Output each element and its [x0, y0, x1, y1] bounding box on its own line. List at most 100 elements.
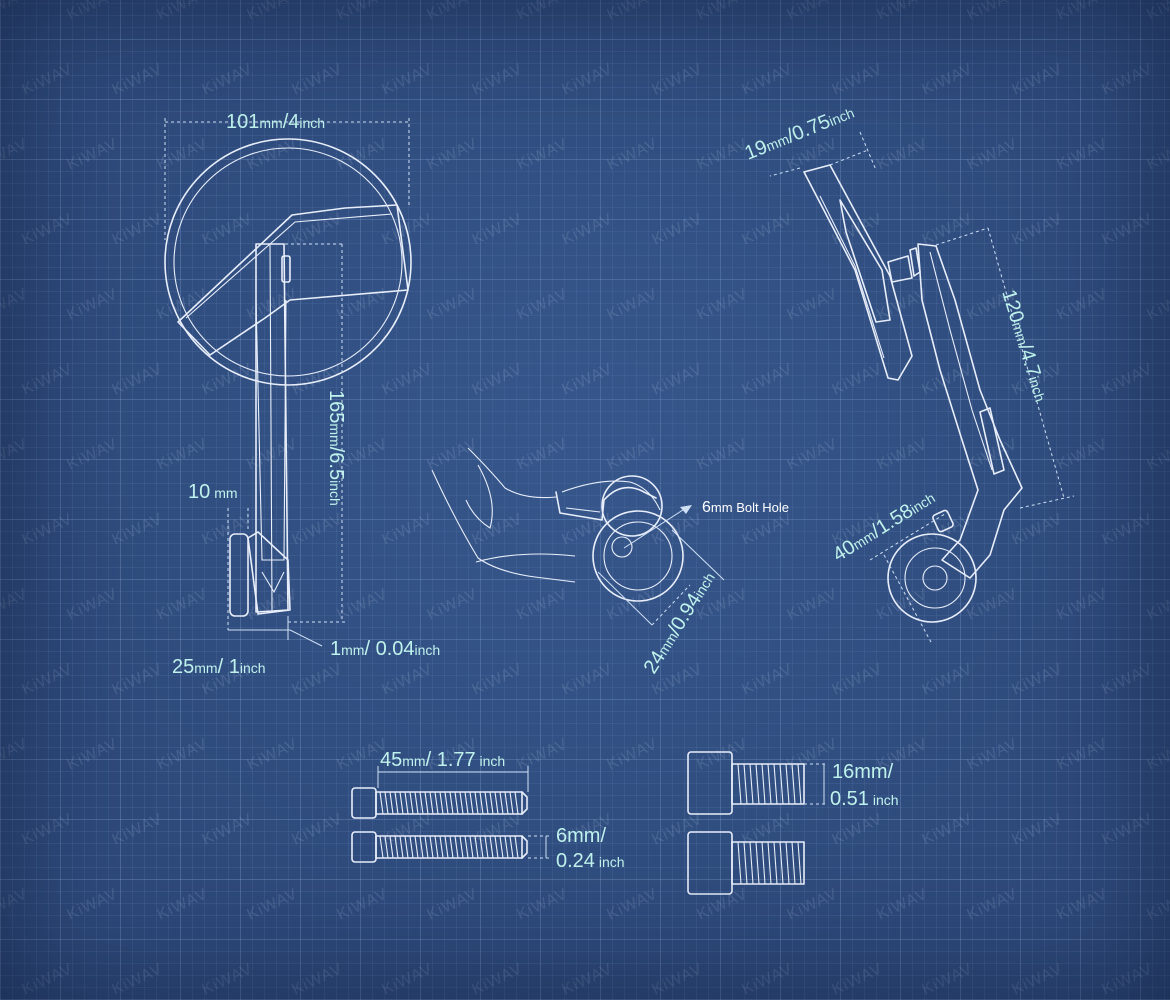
watermark-text: KiWAV — [740, 510, 796, 548]
watermark-text: KiWAV — [0, 585, 31, 623]
watermark-text: KiWAV — [290, 510, 346, 548]
watermark-text: KiWAV — [200, 810, 256, 848]
watermark-text: KiWAV — [245, 285, 301, 323]
watermark-text: KiWAV — [965, 885, 1021, 923]
watermark-text: KiWAV — [470, 210, 526, 248]
watermark-text: KiWAV — [425, 435, 481, 473]
label-short-bolt-line1: 16mm/ — [832, 761, 894, 783]
watermark-text: KiWAV — [740, 360, 796, 398]
watermark-text: KiWAV — [380, 660, 436, 698]
watermark-text: KiWAV — [155, 135, 211, 173]
watermark-text: KiWAV — [110, 810, 166, 848]
watermark-text: KiWAV — [1145, 735, 1170, 773]
watermark-text: KiWAV — [20, 360, 76, 398]
watermark-text: KiWAV — [920, 210, 976, 248]
watermark-text: KiWAV — [425, 585, 481, 623]
mirror-head-outline — [164, 138, 412, 386]
bar-end-detail-view — [431, 447, 725, 626]
watermark-text: KiWAV — [1100, 210, 1156, 248]
watermark-text: KiWAV — [560, 360, 616, 398]
watermark-text: KiWAV — [965, 135, 1021, 173]
watermark-text: KiWAV — [650, 810, 706, 848]
watermark-text: KiWAV — [560, 960, 616, 998]
watermark-text: KiWAV — [1010, 660, 1066, 698]
watermark-text: KiWAV — [650, 960, 706, 998]
bolt-hole — [611, 536, 633, 558]
watermark-text: KiWAV — [200, 960, 256, 998]
watermark-text: KiWAV — [470, 660, 526, 698]
side-bar-end-plug — [887, 533, 977, 623]
watermark-text: KiWAV — [605, 285, 661, 323]
watermark-text: KiWAV — [380, 360, 436, 398]
short-bolt-2 — [687, 831, 805, 895]
watermark-text: KiWAV — [515, 585, 571, 623]
label-bolt-diameter-line1: 6mm/ — [556, 825, 606, 847]
long-bolts — [351, 766, 550, 863]
watermark-text: KiWAV — [1145, 585, 1170, 623]
watermark-text: KiWAV — [0, 0, 31, 24]
watermark-text: KiWAV — [110, 660, 166, 698]
watermark-text: KiWAV — [20, 210, 76, 248]
watermark-text: KiWAV — [155, 0, 211, 24]
watermark-text: KiWAV — [740, 960, 796, 998]
label-short-bolt-line2: 0.51 inch — [830, 788, 899, 810]
watermark-text: KiWAV — [335, 135, 391, 173]
watermark-text: KiWAV — [20, 810, 76, 848]
label-side-arm: 120mm/4.7inch — [997, 287, 1052, 404]
watermark-text: KiWAV — [1055, 435, 1111, 473]
watermark-text: KiWAV — [1055, 285, 1111, 323]
watermark-text: KiWAV — [110, 960, 166, 998]
watermark-text: KiWAV — [695, 435, 751, 473]
watermark-text: KiWAV — [695, 735, 751, 773]
watermark-text: KiWAV — [560, 210, 616, 248]
watermark-text: KiWAV — [470, 510, 526, 548]
front-view-mirror — [164, 138, 412, 617]
side-mirror-arm — [917, 243, 1023, 579]
watermark-text: KiWAV — [1010, 960, 1066, 998]
label-arm-length: 165mm/6.5inch — [325, 390, 347, 506]
label-bolt-diameter-line2: 0.24 inch — [556, 850, 625, 872]
watermark-text: KiWAV — [335, 0, 391, 24]
watermark-text: KiWAV — [1100, 360, 1156, 398]
watermark-text: KiWAV — [20, 660, 76, 698]
watermark-text: KiWAV — [245, 435, 301, 473]
watermark-text: KiWAV — [605, 0, 661, 24]
watermark-text: KiWAV — [605, 435, 661, 473]
watermark-text: KiWAV — [290, 660, 346, 698]
watermark-text: KiWAV — [110, 510, 166, 548]
watermark-text: KiWAV — [0, 885, 31, 923]
watermark-text: KiWAV — [380, 960, 436, 998]
watermark-text: KiWAV — [515, 135, 571, 173]
watermark-text: KiWAV — [65, 435, 121, 473]
watermark-text: KiWAV — [830, 660, 886, 698]
watermark-text: KiWAV — [245, 135, 301, 173]
watermark-text: KiWAV — [425, 0, 481, 24]
watermark-text: KiWAV — [875, 435, 931, 473]
label-gap: 1mm/ 0.04inch — [330, 638, 440, 660]
watermark-text: KiWAV — [1145, 135, 1170, 173]
watermark-text: KiWAV — [650, 60, 706, 98]
watermark-text: KiWAV — [290, 960, 346, 998]
watermark-text: KiWAV — [1055, 735, 1111, 773]
watermark-text: KiWAV — [965, 585, 1021, 623]
long-bolt-2 — [351, 831, 528, 863]
watermark-text: KiWAV — [1100, 960, 1156, 998]
watermark-text: KiWAV — [920, 960, 976, 998]
watermark-text: KiWAV — [1100, 660, 1156, 698]
watermark-text: KiWAV — [875, 0, 931, 24]
watermark-text: KiWAV — [875, 135, 931, 173]
watermark-text: KiWAV — [695, 0, 751, 24]
watermark-text: KiWAV — [110, 210, 166, 248]
watermark-text: KiWAV — [200, 60, 256, 98]
watermark-text: KiWAV — [245, 0, 301, 24]
watermark-text: KiWAV — [560, 60, 616, 98]
watermark-text: KiWAV — [200, 210, 256, 248]
watermark-text: KiWAV — [65, 0, 121, 24]
side-view-mirror — [803, 164, 1023, 623]
watermark-text: KiWAV — [155, 735, 211, 773]
watermark-text: KiWAV — [470, 360, 526, 398]
front-view-dimensions — [164, 118, 410, 647]
